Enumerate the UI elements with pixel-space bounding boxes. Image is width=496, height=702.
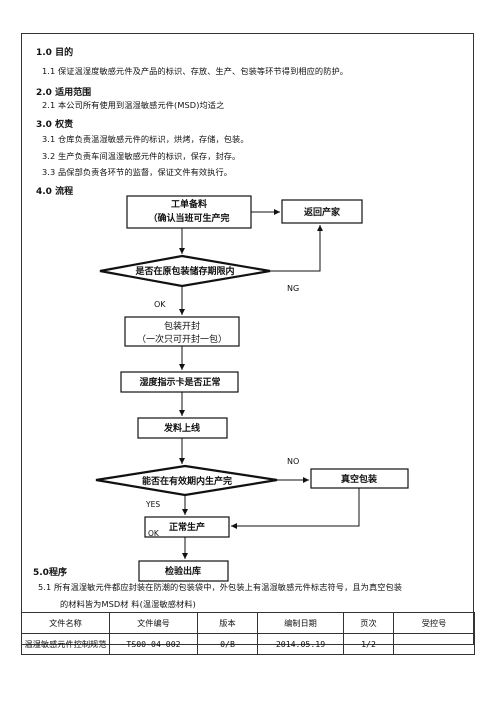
decision2-label: 能否在有效期内生产完 xyxy=(142,475,232,487)
header-control-no: 受控号 xyxy=(393,612,475,634)
vacuum-pack-label: 真空包装 xyxy=(341,473,378,485)
inspect-ship-box xyxy=(138,560,229,582)
arrow-ng-to-vendor xyxy=(270,225,323,272)
value-page: 1/2 xyxy=(343,633,394,655)
humidity-card-label: 湿度指示卡是否正常 xyxy=(139,376,220,388)
header-page: 页次 xyxy=(343,612,394,634)
value-version: 0/B xyxy=(197,633,258,655)
value-control-no xyxy=(393,633,475,655)
header-date: 编制日期 xyxy=(257,612,344,634)
section-purpose-title: 1.0 目的 xyxy=(36,48,74,58)
header-version: 版本 xyxy=(197,612,258,634)
table-header-row: 文件名称 文件编号 版本 编制日期 页次 受控号 xyxy=(21,612,475,634)
return-vendor-box xyxy=(281,199,363,224)
procedure-item-1: 5.1 所有温湿敏元件都应封装在防潮的包装袋中，外包装上有温湿敏感元件标志符号，… xyxy=(38,582,403,592)
ok-label-2: OK xyxy=(148,529,160,538)
responsibility-item-2: 3.2 生产负责车间温湿敏感元件的标识，保存，封存。 xyxy=(42,151,241,161)
normal-production-label: 正常生产 xyxy=(169,521,205,533)
ng-label: NG xyxy=(287,284,299,293)
ok-label-1: OK xyxy=(154,300,166,309)
scope-item-1: 2.1 本公司所有使用到温湿敏感元件(MSD)均适之 xyxy=(42,100,225,110)
value-doc-number: TS00-04-002 xyxy=(109,633,198,655)
issue-material-label: 发料上线 xyxy=(163,422,200,434)
start-line1: 工单备料 xyxy=(171,198,207,210)
table-row: 温湿敏感元件控制规范 TS00-04-002 0/B 2014.05.19 1/… xyxy=(21,633,475,655)
start-line2: （确认当班可生产完 xyxy=(148,212,229,224)
unpack-line1: 包装开封 xyxy=(164,320,200,332)
responsibility-item-3: 3.3 品保部负责各环节的监督，保证文件有效执行。 xyxy=(42,167,233,177)
document-info-table: 文件名称 文件编号 版本 编制日期 页次 受控号 温湿敏感元件控制规范 TS00… xyxy=(21,612,475,655)
value-date: 2014.05.19 xyxy=(257,633,344,655)
value-doc-name: 温湿敏感元件控制规范 xyxy=(21,633,110,655)
arrow-vacuum-to-production xyxy=(231,488,360,529)
section-scope-title: 2.0 适用范围 xyxy=(36,88,92,98)
responsibility-item-1: 3.1 仓库负责温湿敏感元件的标识，烘烤，存储，包装。 xyxy=(42,134,249,144)
section-flow-title: 4.0 流程 xyxy=(36,187,74,197)
unpack-line2: （一次只可开封一包） xyxy=(137,333,227,345)
yes-label: YES xyxy=(145,500,160,509)
decision1-label: 是否在原包装储存期限内 xyxy=(134,265,234,277)
header-doc-name: 文件名称 xyxy=(21,612,110,634)
inspect-ship-label: 检验出库 xyxy=(165,565,201,577)
no-label: NO xyxy=(287,457,299,466)
section-procedure-title: 5.0程序 xyxy=(33,568,67,578)
normal-production-box xyxy=(144,516,230,538)
header-doc-number: 文件编号 xyxy=(109,612,198,634)
section-responsibility-title: 3.0 权责 xyxy=(36,120,74,130)
procedure-item-1-cont: 的材料皆为MSD材 料(温湿敏感材料) xyxy=(60,599,196,609)
purpose-item-1: 1.1 保证温湿度敏感元件及产品的标识、存放、生产、包装等环节得到相应的防护。 xyxy=(42,66,349,76)
return-vendor-label: 返回产家 xyxy=(304,206,341,218)
humidity-card-box xyxy=(120,371,239,393)
